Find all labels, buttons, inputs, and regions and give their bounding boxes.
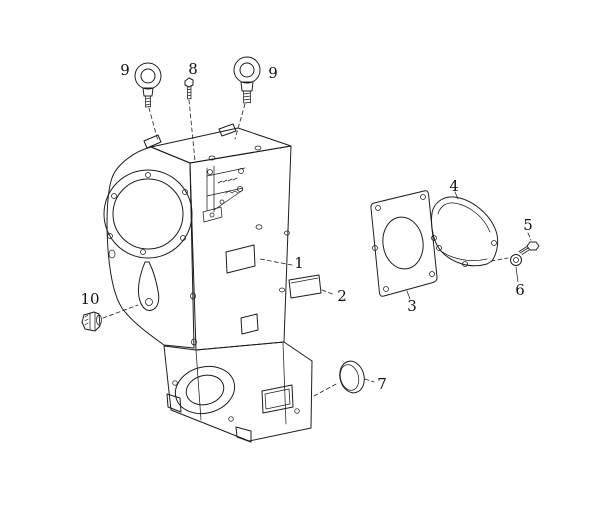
edge-bolt	[190, 292, 196, 300]
plug-tip	[96, 314, 102, 326]
plug-part10	[81, 311, 102, 332]
cover-outline	[431, 196, 499, 267]
washer-inner	[513, 257, 519, 263]
gasket-outline	[370, 190, 438, 297]
lower-bore-inner	[185, 374, 225, 406]
plate-outline	[288, 274, 322, 299]
part-label-6: 6	[515, 281, 525, 299]
part-label-5: 5	[523, 216, 533, 234]
leader-7a	[313, 382, 339, 397]
eye-bolt-left	[134, 62, 162, 108]
eye-bolt-ring-outer	[134, 62, 162, 90]
housing-left-face	[106, 146, 195, 349]
part-label-3: 3	[407, 297, 417, 315]
washer-outer	[510, 254, 522, 266]
top-bolt-hole	[254, 145, 262, 151]
eye-bolt-collar	[142, 87, 154, 97]
edge-bolt	[191, 338, 197, 346]
nameplate-part1	[225, 244, 256, 274]
main-housing-upper	[103, 123, 292, 351]
lower-housing-folds	[195, 342, 287, 425]
part-label-10: 10	[80, 290, 99, 308]
eye-bolt-right	[233, 56, 261, 104]
eye-bolt-ring-inner	[239, 62, 255, 78]
part-label-7: 7	[377, 375, 387, 393]
plate-part2	[288, 274, 322, 299]
top-bolt-hole	[208, 155, 216, 161]
lifting-tab-right	[218, 123, 237, 137]
part-label-9-left: 9	[120, 61, 130, 79]
gasket-hole	[382, 216, 424, 270]
leader-7b	[364, 378, 375, 383]
leader-6	[515, 266, 519, 283]
lower-bolt	[228, 416, 234, 422]
washer-part6	[510, 254, 522, 266]
bearing-ring-bolt-holes	[107, 172, 188, 255]
part-label-9-right: 9	[268, 64, 278, 82]
shift-mechanism-detail	[202, 165, 246, 223]
leader-10	[102, 304, 139, 319]
bearing-ring-inner	[112, 178, 184, 250]
bolt5-shaft	[518, 246, 530, 255]
eye-bolt-threads	[243, 90, 251, 104]
part-label-2: 2	[337, 287, 347, 305]
lower-bore-outer	[174, 365, 236, 415]
eye-bolt-ring-outer	[233, 56, 261, 84]
slot-hole	[145, 298, 153, 306]
eye-bolt-threads	[145, 95, 151, 108]
lower-housing-outline	[163, 341, 313, 442]
leader-4	[454, 191, 459, 200]
foot-left	[166, 393, 182, 413]
part-label-4: 4	[449, 177, 459, 195]
part-label-8: 8	[188, 60, 198, 78]
main-housing-lower	[163, 341, 313, 443]
leader-8	[188, 99, 196, 162]
plug-detail	[84, 312, 96, 331]
cover-part4	[431, 196, 499, 267]
bolt5-head	[526, 241, 540, 251]
side-port-inner	[264, 388, 291, 410]
plug-body	[81, 311, 101, 332]
bearing-ring-outer	[103, 169, 193, 259]
foot-right	[235, 426, 252, 443]
housing-slot	[138, 261, 160, 311]
leader-9-right	[234, 103, 246, 140]
leader-lines	[102, 99, 532, 397]
cap-inner	[339, 364, 360, 391]
cover-inner-curve	[437, 202, 491, 233]
leader-3	[406, 290, 411, 300]
bolt-shaft	[187, 86, 192, 100]
cover-hole	[462, 261, 468, 267]
cap-part7	[339, 360, 365, 394]
leader-2	[321, 289, 336, 296]
bolt-head	[184, 77, 194, 88]
part-label-1: 1	[294, 254, 304, 272]
part-number-labels: 9 8 9 1 2 3 4 5 6 7 10	[80, 60, 532, 393]
eye-bolt-ring-inner	[140, 68, 156, 84]
lifting-tab-left	[143, 134, 162, 149]
lower-bolt	[294, 408, 300, 414]
gasket-part3	[370, 190, 438, 297]
cover-hole	[491, 240, 497, 246]
eye-bolt-collar	[240, 81, 254, 92]
side-boss	[108, 249, 116, 259]
leader-cover-to-washer	[490, 257, 509, 262]
cover-hole	[436, 245, 442, 251]
cap-outer	[339, 360, 365, 394]
bolt-part5	[518, 241, 540, 255]
leader-1	[259, 258, 293, 266]
lower-bolt	[172, 380, 178, 386]
face-bolt	[279, 287, 285, 293]
gasket-bolt-holes	[372, 194, 437, 292]
leader-5	[527, 232, 532, 241]
small-cover-plate	[240, 313, 259, 335]
leader-9-left	[148, 107, 159, 142]
side-port-part7-seat	[261, 384, 294, 414]
face-bolt	[255, 224, 263, 230]
cover-rim	[440, 250, 488, 261]
plate-detail	[290, 277, 319, 284]
bolt-8	[184, 77, 194, 100]
face-bolt	[284, 230, 290, 236]
